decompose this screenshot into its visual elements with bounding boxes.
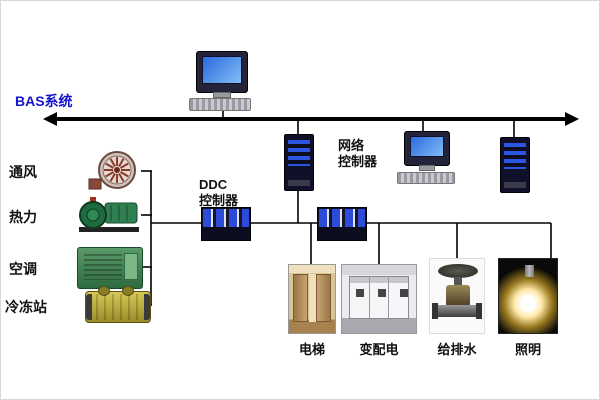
ddc-controller-1 [201,207,251,241]
tower-stripes [504,143,526,169]
monitor-stand [213,92,231,98]
switchgear-cabinet [349,276,409,319]
ac-louvers [84,254,122,280]
workstation-top [187,51,251,111]
elevator-door-left [293,274,308,322]
lighting-photo [498,258,558,334]
keyboard-icon [189,98,251,111]
caption-elevator: 电梯 [298,342,325,357]
label-heating: 热力 [9,209,37,225]
ddc-controller-2 [317,207,367,241]
fan-icon [87,149,143,195]
caption-lighting: 照明 [514,342,541,357]
pump-icon [75,195,145,235]
controller-tower-right [500,137,530,193]
chiller-pipe [122,286,134,296]
valve-handwheel [438,264,478,278]
label-chiller-station: 冷冻站 [5,299,47,315]
bus-label: BAS系统 [15,93,73,109]
keyboard-icon [397,172,455,184]
air-conditioner-icon [77,247,143,289]
valve-flange [476,303,482,319]
screen [202,56,242,84]
tower-base [288,180,310,186]
ac-panel [124,253,138,280]
label-air-conditioning: 空调 [9,261,37,277]
meter [378,289,386,297]
bulb-base [525,265,534,277]
elevator-photo [288,264,336,334]
ddc-modules [203,209,249,227]
valve-flange [432,303,438,319]
monitor-stand [419,165,435,171]
water-valve-photo [429,258,485,334]
caption-water-supply: 给排水 [437,342,477,357]
label-ventilation: 通风 [9,164,37,180]
workstation-right [397,131,455,185]
cabinet-divider [369,277,371,318]
power-distribution-photo [341,264,417,334]
cabinet-top-band [350,277,408,283]
monitor-icon [196,51,248,93]
tower-base [504,182,526,188]
meter [400,289,408,297]
valve-body [446,285,470,307]
network-controller-tower [284,134,314,191]
caption-power-distribution: 变配电 [359,342,399,357]
ddc-controller-label: DDC 控制器 [199,177,239,209]
cabinet-divider [388,277,390,318]
tower-stripes [288,140,310,166]
meter [356,289,364,297]
screen [410,136,444,157]
valve-pipe [434,305,482,317]
network-controller-label: 网络 控制器 [338,138,378,170]
valve-stem [454,277,462,286]
elevator-cab [309,274,316,322]
chiller-endcap [144,294,150,320]
elevator-door-right [316,274,331,322]
chiller-pipe [98,286,110,296]
chiller-endcap [86,294,92,320]
chiller-ribs [88,294,148,320]
ddc-modules [319,209,365,227]
monitor-icon [404,131,450,166]
chiller-icon [85,286,151,323]
